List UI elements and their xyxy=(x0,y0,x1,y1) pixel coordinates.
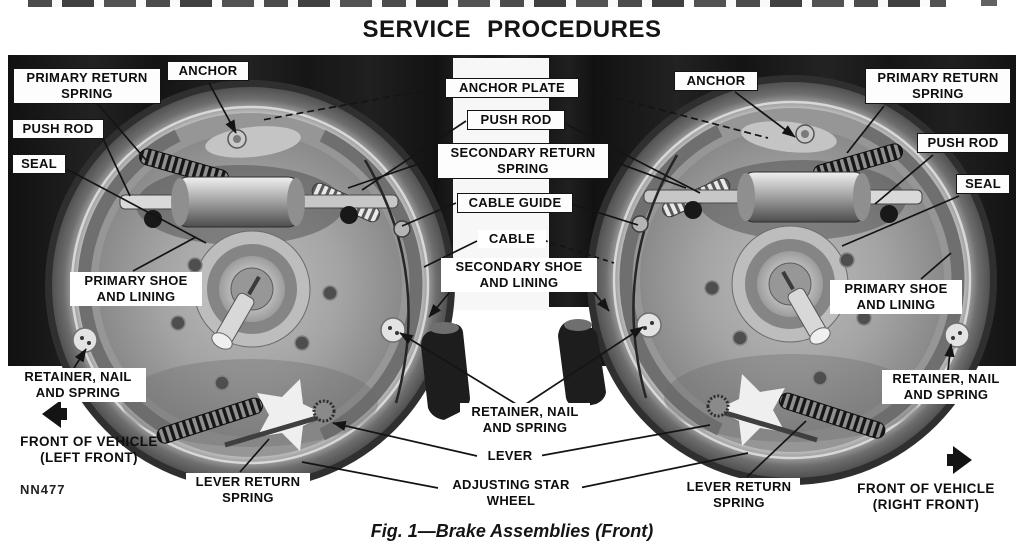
label-push-rod-left: PUSH ROD xyxy=(12,119,104,139)
page-title: SERVICE PROCEDURES xyxy=(362,16,662,43)
label-primary-return-spring-left: PRIMARY RETURN SPRING xyxy=(13,68,161,104)
label-front-of-vehicle-right: FRONT OF VEHICLE (RIGHT FRONT) xyxy=(857,481,995,513)
figure-caption: Fig. 1—Brake Assemblies (Front) xyxy=(370,521,654,541)
label-primary-shoe-left: PRIMARY SHOE AND LINING xyxy=(70,272,202,306)
label-front-of-vehicle-left: FRONT OF VEHICLE (LEFT FRONT) xyxy=(20,434,158,466)
label-lever-return-spring-right: LEVER RETURN SPRING xyxy=(678,478,800,512)
dust-boot-parts xyxy=(421,319,606,420)
label-anchor-right: ANCHOR xyxy=(674,71,758,91)
label-seal-left: SEAL xyxy=(12,154,66,174)
leader-lines xyxy=(60,82,960,489)
label-retainer-center: RETAINER, NAIL AND SPRING xyxy=(460,403,590,437)
label-secondary-return-spring: SECONDARY RETURN SPRING xyxy=(437,143,609,179)
figure-code: NN477 xyxy=(20,482,66,497)
label-anchor-plate: ANCHOR PLATE xyxy=(445,78,579,98)
label-cable: CABLE xyxy=(478,230,546,248)
label-lever-return-spring-left: LEVER RETURN SPRING xyxy=(186,473,310,507)
label-cable-guide: CABLE GUIDE xyxy=(457,193,573,213)
cropped-page-edge xyxy=(28,0,946,7)
label-adjusting-star-wheel: ADJUSTING STAR WHEEL xyxy=(440,476,582,510)
cropped-page-corner-mark xyxy=(981,0,997,6)
front-of-vehicle-right-arrow-icon xyxy=(947,446,972,474)
label-push-rod-center: PUSH ROD xyxy=(467,110,565,130)
front-of-vehicle-left-arrow-icon xyxy=(42,400,67,428)
label-push-rod-right: PUSH ROD xyxy=(917,133,1009,153)
label-retainer-right: RETAINER, NAIL AND SPRING xyxy=(882,370,1010,404)
label-seal-right: SEAL xyxy=(956,174,1010,194)
label-anchor-left: ANCHOR xyxy=(167,61,249,81)
label-primary-return-spring-right: PRIMARY RETURN SPRING xyxy=(865,68,1011,104)
label-retainer-left: RETAINER, NAIL AND SPRING xyxy=(10,368,146,402)
label-secondary-shoe: SECONDARY SHOE AND LINING xyxy=(441,258,597,292)
label-primary-shoe-right: PRIMARY SHOE AND LINING xyxy=(830,280,962,314)
label-lever: LEVER xyxy=(478,447,542,465)
